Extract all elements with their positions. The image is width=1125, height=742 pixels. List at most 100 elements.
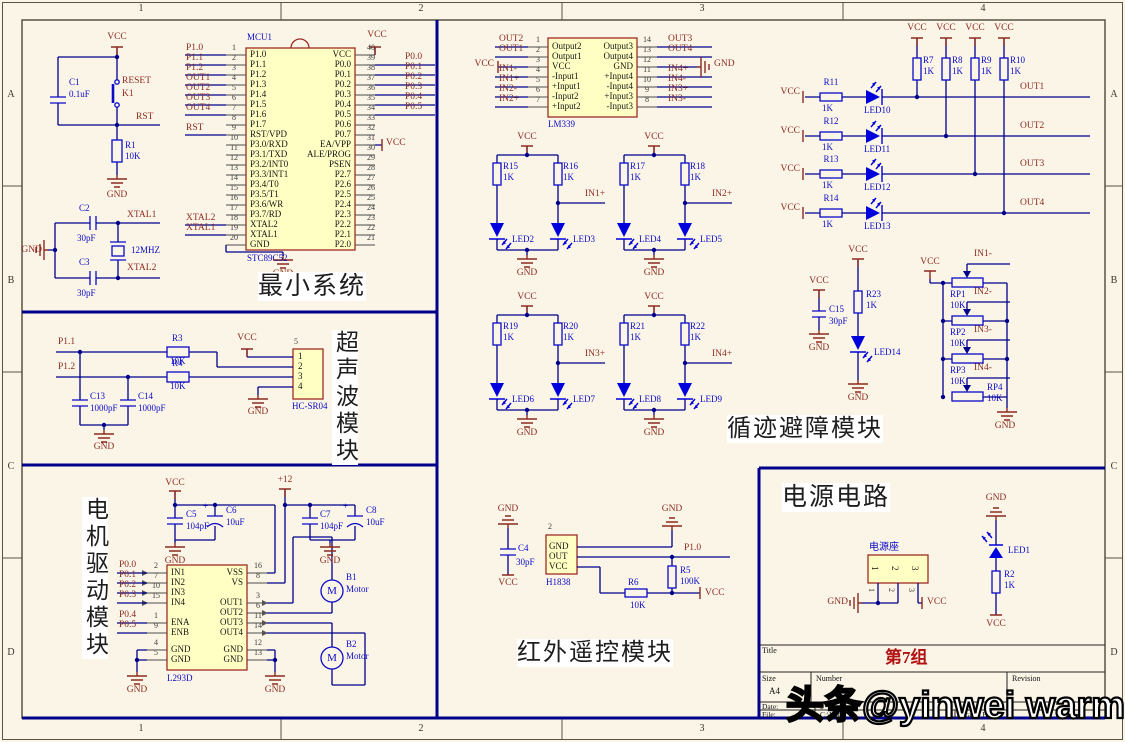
des-104pF: 104pF: [186, 521, 210, 531]
pwr-VCC: VCC: [907, 23, 927, 33]
resistor-r3: [166, 346, 190, 358]
des-LED2: LED2: [512, 234, 534, 244]
num-1: 1: [536, 35, 540, 44]
pin--Input3: -Input3: [606, 101, 634, 111]
pin-P1.1: P1.1: [250, 59, 267, 69]
des-R3: R3: [172, 333, 183, 343]
des-LED13: LED13: [864, 221, 891, 231]
num-3: 3: [907, 588, 916, 592]
pwr-VCC: VCC: [165, 478, 185, 488]
net-IN2-: IN2-: [499, 84, 517, 94]
net-P0.3: P0.3: [119, 590, 137, 600]
pwr-VCC: VCC: [780, 203, 800, 213]
num-3: 3: [232, 63, 236, 72]
pin-+Input2: +Input2: [552, 101, 581, 111]
resistor-r2: [991, 570, 1001, 594]
num-35: 35: [367, 93, 375, 102]
des-30pF: 30pF: [77, 288, 96, 298]
pin-IN1: IN1: [171, 567, 185, 577]
pin-VCC: VCC: [552, 61, 571, 71]
zone-B: B: [7, 275, 15, 286]
num-40: 40: [367, 43, 375, 52]
pin-P3.5/T1: P3.5/T1: [250, 189, 279, 199]
resistor-r5: [667, 565, 677, 589]
pwr-GND: GND: [247, 407, 269, 417]
zone-C: C: [1110, 461, 1118, 472]
pin-2: 2: [890, 566, 900, 571]
pwr-VCC: VCC: [986, 619, 1006, 629]
des-1K: 1K: [1004, 580, 1015, 590]
des-1K: 1K: [923, 66, 934, 76]
des-R16: R16: [563, 161, 579, 171]
des-RP1: RP1: [950, 289, 966, 299]
num-1: 1: [867, 588, 876, 592]
num-15: 15: [152, 591, 160, 600]
des-RP3: RP3: [950, 365, 966, 375]
pin-P1.4: P1.4: [250, 89, 267, 99]
des-1K: 1K: [822, 180, 833, 190]
num-23: 23: [367, 213, 375, 222]
pot-rp2: [951, 315, 984, 326]
num-17: 17: [230, 203, 238, 212]
pin-P3.6/WR: P3.6/WR: [250, 199, 284, 209]
num-2: 2: [154, 561, 158, 570]
pwr-VCC: VCC: [780, 87, 800, 97]
des-R12: R12: [823, 116, 839, 126]
zone-2: 2: [418, 3, 424, 14]
des-+: +: [343, 501, 349, 511]
net-P0.4: P0.4: [119, 610, 137, 620]
net-P1.1: P1.1: [186, 53, 204, 63]
pin-+Input3: +Input3: [604, 91, 633, 101]
pin-1: 1: [298, 351, 303, 361]
pin-P0.5: P0.5: [334, 109, 351, 119]
pin-P2.3: P2.3: [334, 209, 351, 219]
net-K1: K1: [122, 89, 134, 99]
net-OUT1: OUT1: [499, 44, 524, 54]
num-4: 4: [536, 65, 540, 74]
power-socket-body: [867, 554, 929, 584]
pin-P3.3/INT1: P3.3/INT1: [250, 169, 289, 179]
des-R20: R20: [563, 321, 579, 331]
num-26: 26: [367, 183, 375, 192]
pwr-+12: +12: [277, 475, 293, 485]
des-10K: 10K: [950, 338, 966, 348]
module-title-motor: 电机驱动模块: [82, 497, 109, 659]
net-P0.1: P0.1: [405, 62, 423, 72]
pwr-VCC: VCC: [927, 597, 947, 607]
des-R9: R9: [981, 55, 992, 65]
des-1K: 1K: [822, 103, 833, 113]
pin-P3.4/T0: P3.4/T0: [250, 179, 279, 189]
num-5: 5: [154, 648, 158, 657]
num-8: 8: [645, 95, 649, 104]
num-7: 7: [154, 571, 158, 580]
net-P0.5: P0.5: [119, 620, 137, 630]
num-13: 13: [643, 45, 651, 54]
pwr-GND: GND: [827, 597, 848, 607]
net-P1.1: P1.1: [58, 337, 76, 347]
num-14: 14: [230, 173, 238, 182]
num-8: 8: [256, 571, 260, 580]
pin-P3.7/RD: P3.7/RD: [250, 209, 282, 219]
pwr-GND: GND: [643, 268, 665, 278]
module-title-min-system: 最小系统: [258, 272, 367, 301]
zone-1: 1: [138, 3, 144, 14]
net-RST: RST: [186, 123, 204, 133]
zone-D: D: [1110, 647, 1118, 658]
watermark: 头条@yinwei warms: [785, 684, 1125, 728]
zone-4: 4: [980, 3, 986, 14]
net-OUT3: OUT3: [1020, 159, 1045, 169]
num-5: 5: [232, 83, 236, 92]
des-10K: 10K: [170, 356, 186, 366]
hcsr04-body: [292, 348, 324, 400]
pwr-VCC: VCC: [517, 132, 537, 142]
des-R19: R19: [503, 321, 519, 331]
pin-stubs: [147, 46, 657, 661]
pin-IN2: IN2: [171, 577, 185, 587]
junction-dots: [52, 54, 1010, 663]
pwr-GND: GND: [643, 428, 665, 438]
des-C15: C15: [829, 304, 845, 314]
des-STC89C52: STC89C52: [247, 253, 288, 263]
polar-capacitors: [206, 522, 364, 528]
net-IN2-: IN2-: [974, 287, 992, 297]
pin-VS: VS: [231, 577, 243, 587]
